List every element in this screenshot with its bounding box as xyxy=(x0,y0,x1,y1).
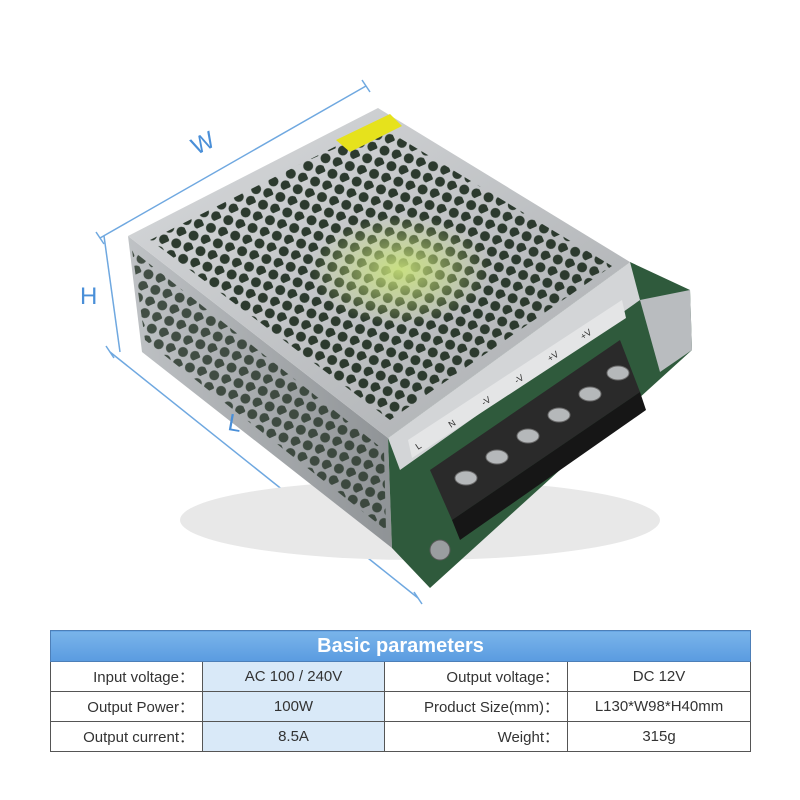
param-label: Weight： xyxy=(384,721,568,752)
param-value: L130*W98*H40mm xyxy=(566,691,752,722)
table-row: Output current： 8.5A Weight： 315g xyxy=(50,721,752,752)
param-value: 100W xyxy=(202,691,385,722)
param-label: Output voltage： xyxy=(384,661,568,692)
warning-sticker xyxy=(336,114,402,152)
terminal-label: L xyxy=(414,441,424,452)
parameters-title: Basic parameters xyxy=(49,630,752,662)
param-value: 315g xyxy=(566,721,752,752)
parameters-table: Basic parameters Input voltage： AC 100 /… xyxy=(49,630,752,752)
param-value: 8.5A xyxy=(202,721,385,752)
height-label: H xyxy=(80,283,98,310)
mounting-screw xyxy=(429,539,451,561)
power-supply-photo: LN-V-V+V+V xyxy=(95,79,692,605)
terminal-label: N xyxy=(447,418,458,430)
table-row: Output Power： 100W Product Size(mm)： L13… xyxy=(50,691,752,722)
param-label: Input voltage： xyxy=(50,661,203,692)
param-label: Output current： xyxy=(50,721,203,752)
param-value: DC 12V xyxy=(566,661,752,692)
terminal-block xyxy=(430,340,646,540)
table-row: Input voltage： AC 100 / 240V Output volt… xyxy=(50,661,752,692)
param-value: AC 100 / 240V xyxy=(202,661,385,692)
param-label: Output Power： xyxy=(50,691,203,722)
param-label: Product Size(mm)： xyxy=(384,691,568,722)
